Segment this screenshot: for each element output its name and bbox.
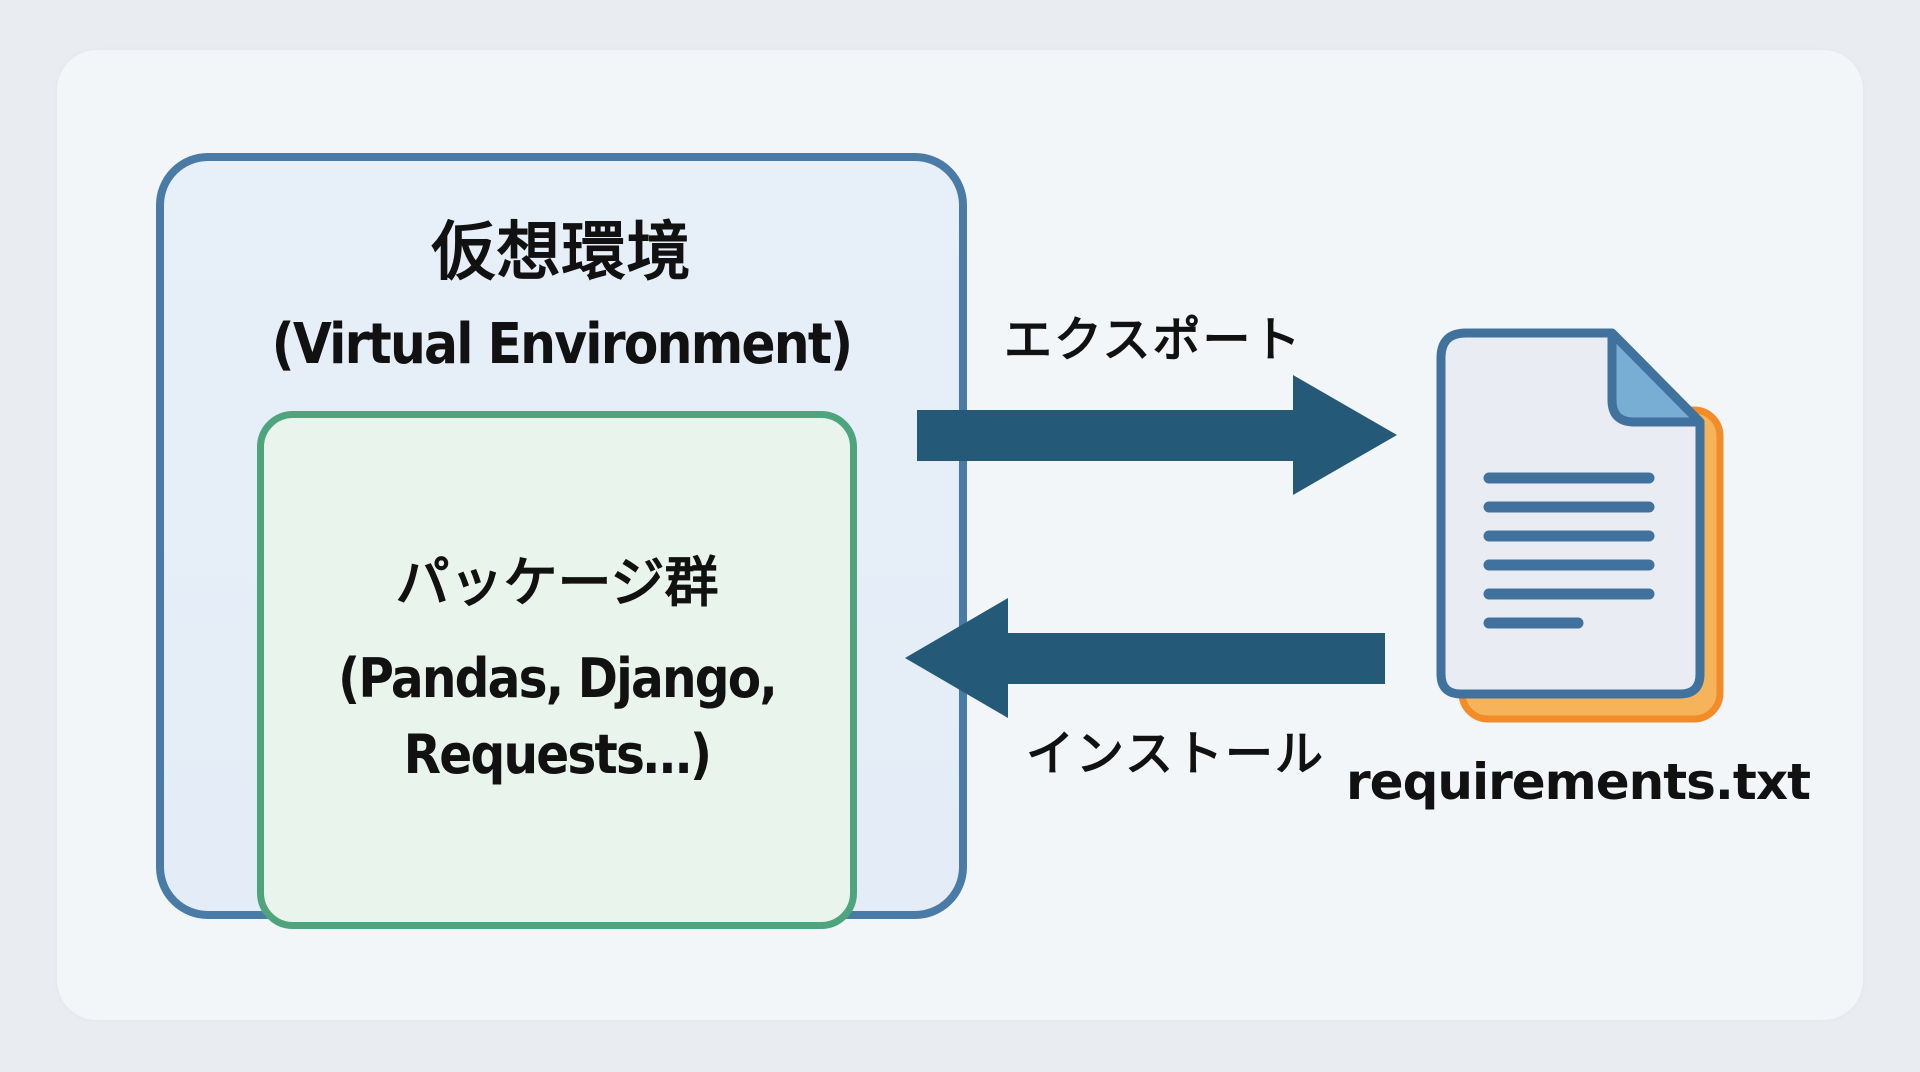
packages-list-line1: (Pandas, Django, bbox=[337, 647, 778, 710]
file-name-label: requirements.txt bbox=[1346, 753, 1811, 811]
export-label: エクスポート bbox=[1004, 312, 1303, 368]
install-label: インストール bbox=[1026, 726, 1326, 782]
environment-title-jp: 仮想環境 bbox=[431, 216, 692, 290]
packages-list-line2: Requests…) bbox=[403, 723, 712, 786]
environment-title-en: (Virtual Environment) bbox=[271, 312, 854, 377]
packages-title: パッケージ群 bbox=[395, 551, 719, 614]
packages-box: パッケージ群 (Pandas, Django, Requests…) bbox=[257, 411, 857, 929]
